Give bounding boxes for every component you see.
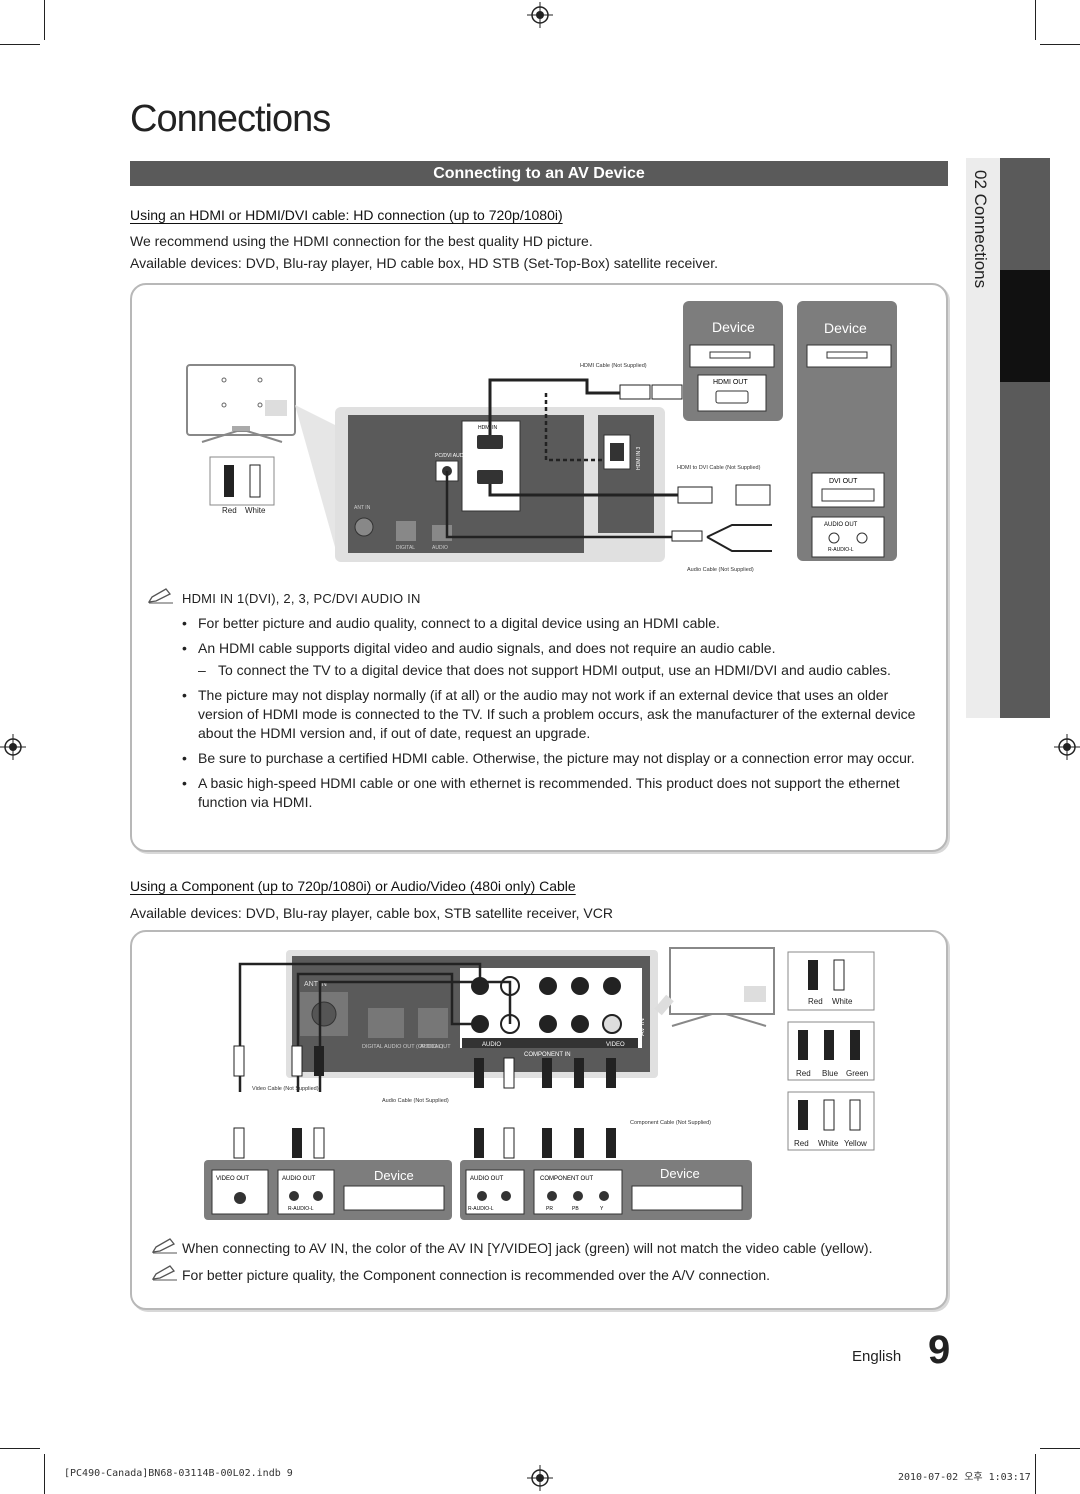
component-note: When connecting to AV IN, the color of t…: [182, 1240, 873, 1256]
hdmi-available-devices: Available devices: DVD, Blu-ray player, …: [130, 255, 718, 271]
svg-text:R-AUDIO-L: R-AUDIO-L: [828, 547, 854, 553]
crop-mark: [0, 1448, 40, 1449]
svg-text:Green: Green: [846, 1069, 868, 1078]
svg-text:VIDEO OUT: VIDEO OUT: [216, 1176, 249, 1182]
svg-text:Red: Red: [794, 1139, 809, 1148]
page-title: Connections: [130, 98, 331, 140]
svg-text:Device: Device: [824, 320, 867, 336]
svg-text:Audio Cable (Not Supplied): Audio Cable (Not Supplied): [382, 1098, 449, 1104]
svg-text:Component Cable (Not Supplied): Component Cable (Not Supplied): [630, 1120, 711, 1126]
svg-text:DIGITAL AUDIO OUT (OPTICAL): DIGITAL AUDIO OUT (OPTICAL): [362, 1044, 443, 1050]
svg-text:PB: PB: [572, 1206, 579, 1212]
svg-text:COMPONENT OUT: COMPONENT OUT: [540, 1176, 594, 1182]
list-item: A basic high-speed HDMI cable or one wit…: [178, 774, 928, 812]
side-tab-dark: [1000, 158, 1050, 718]
svg-text:AV IN: AV IN: [639, 1018, 646, 1036]
svg-text:Device: Device: [374, 1168, 414, 1183]
svg-text:Device: Device: [660, 1166, 700, 1181]
crop-mark: [0, 44, 40, 45]
dvi-plug: [677, 486, 713, 504]
svg-text:AUDIO OUT: AUDIO OUT: [470, 1176, 504, 1182]
side-tab-light: [966, 158, 1000, 718]
svg-text:R-AUDIO-L: R-AUDIO-L: [468, 1206, 494, 1212]
component-connection-diagram: ANT IN DIGITAL AUDIO OUT (OPTICAL) AUDIO…: [204, 947, 875, 1220]
svg-text:Video Cable (Not Supplied): Video Cable (Not Supplied): [252, 1086, 319, 1092]
hdmi-plug: [619, 384, 651, 400]
svg-text:DIGITAL: DIGITAL: [396, 545, 415, 551]
svg-text:Audio Cable (Not Supplied): Audio Cable (Not Supplied): [687, 567, 754, 573]
svg-text:AUDIO OUT: AUDIO OUT: [824, 522, 858, 528]
svg-text:Red: Red: [808, 997, 823, 1006]
crop-mark: [1035, 0, 1036, 40]
side-tab-active-marker: [1000, 270, 1050, 382]
side-tab-label: 02 Connections: [971, 170, 990, 289]
svg-text:PR: PR: [546, 1206, 553, 1212]
chapter-side-tab: 02 Connections: [966, 158, 1050, 718]
svg-text:White: White: [245, 506, 266, 515]
hdmi-connection-diagram: HDMI IN PC/DVI AUDIO IN ANT IN DIGITAL A…: [186, 301, 897, 573]
registration-mark-icon: [527, 2, 553, 28]
tv-rear-icon: [186, 364, 296, 443]
crop-mark: [1035, 1454, 1036, 1494]
registration-mark-icon: [527, 1465, 553, 1491]
svg-text:HDMI OUT: HDMI OUT: [713, 379, 748, 386]
svg-text:Red: Red: [222, 506, 237, 515]
svg-text:AUDIO OUT: AUDIO OUT: [282, 1176, 316, 1182]
list-item: Be sure to purchase a certified HDMI cab…: [178, 749, 928, 768]
list-item: For better picture and audio quality, co…: [178, 614, 928, 633]
hdmi-plug: [651, 384, 683, 400]
component-available-devices: Available devices: DVD, Blu-ray player, …: [130, 905, 613, 921]
component-connection-panel: ANT IN DIGITAL AUDIO OUT (OPTICAL) AUDIO…: [130, 930, 948, 1310]
registration-mark-icon: [0, 734, 26, 760]
print-slug-left: [PC490-Canada]BN68-03114B-00L02.indb 9: [64, 1468, 293, 1479]
crop-mark: [1040, 1448, 1080, 1449]
section-heading: Connecting to an AV Device: [130, 161, 948, 186]
hdmi-recommendation: We recommend using the HDMI connection f…: [130, 233, 593, 249]
svg-text:AUDIO: AUDIO: [482, 1042, 501, 1048]
footer-language: English: [852, 1348, 902, 1365]
crop-mark: [1040, 44, 1080, 45]
ant-in-label: ANT IN: [354, 505, 371, 511]
pc-dvi-audio-in-label: PC/DVI AUDIO IN: [435, 453, 475, 459]
print-slug-right: 2010-07-02 오후 1:03:17: [898, 1472, 1031, 1483]
svg-text:Red: Red: [796, 1069, 811, 1078]
list-item-dash: To connect the TV to a digital device th…: [178, 661, 928, 680]
crop-mark: [44, 1454, 45, 1494]
svg-text:R-AUDIO-L: R-AUDIO-L: [288, 1206, 314, 1212]
component-subheading: Using a Component (up to 720p/1080i) or …: [130, 878, 576, 894]
registration-mark-icon: [1054, 734, 1080, 760]
svg-text:Yellow: Yellow: [844, 1139, 867, 1148]
note-pencil-icon: [152, 1265, 177, 1281]
list-item: An HDMI cable supports digital video and…: [178, 639, 928, 658]
dvi-plug: [735, 484, 771, 506]
svg-text:Y: Y: [600, 1206, 604, 1212]
note-pencil-icon: [148, 588, 173, 604]
svg-text:White: White: [818, 1139, 839, 1148]
hdmi-note-heading: HDMI IN 1(DVI), 2, 3, PC/DVI AUDIO IN: [182, 591, 421, 606]
svg-text:Device: Device: [712, 319, 755, 335]
svg-text:AUDIO OUT: AUDIO OUT: [420, 1044, 451, 1050]
svg-text:ANT IN: ANT IN: [304, 981, 327, 988]
svg-text:AUDIO: AUDIO: [432, 545, 448, 551]
hdmi-in-label: HDMI IN: [478, 425, 498, 431]
svg-text:HDMI Cable (Not Supplied): HDMI Cable (Not Supplied): [580, 363, 647, 369]
crop-mark: [44, 0, 45, 40]
hdmi-bullet-list: For better picture and audio quality, co…: [178, 614, 928, 818]
svg-text:White: White: [832, 997, 853, 1006]
svg-text:HDMI IN 3: HDMI IN 3: [636, 446, 642, 470]
hdmi-subheading: Using an HDMI or HDMI/DVI cable: HD conn…: [130, 207, 563, 223]
svg-text:VIDEO: VIDEO: [606, 1042, 625, 1048]
svg-text:Blue: Blue: [822, 1069, 839, 1078]
svg-text:HDMI to DVI Cable (Not Supplie: HDMI to DVI Cable (Not Supplied): [677, 465, 761, 471]
svg-text:COMPONENT IN: COMPONENT IN: [524, 1052, 571, 1058]
component-note: For better picture quality, the Componen…: [182, 1267, 771, 1283]
note-pencil-icon: [152, 1238, 177, 1254]
list-item: The picture may not display normally (if…: [178, 686, 928, 743]
svg-text:DVI OUT: DVI OUT: [829, 478, 858, 485]
page-number: 9: [928, 1328, 951, 1372]
